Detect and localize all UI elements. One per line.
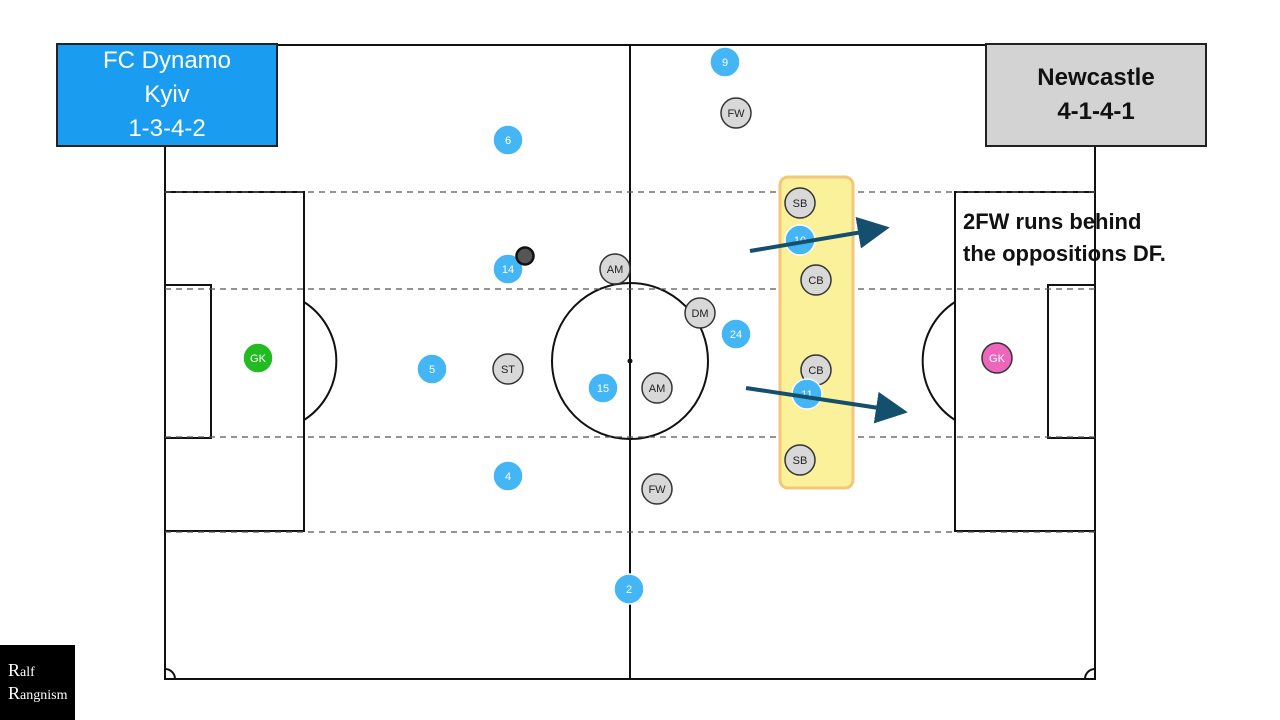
away-player-gk-8: GK [981, 342, 1013, 374]
brand-line1: Ralf [8, 660, 35, 680]
center-circle [551, 282, 709, 440]
zone-lines [165, 191, 1095, 533]
center-spot [627, 358, 633, 364]
home-player-24-4: 24 [720, 318, 752, 350]
home-player-label: 15 [597, 383, 609, 395]
away-player-label: SB [793, 455, 808, 467]
home-player-label: 4 [505, 471, 511, 483]
away-player-fw-0: FW [720, 97, 752, 129]
players-layer: FWSBAMCBDMSTAMCBGKSBFW96141024GK5151142 [242, 46, 1013, 605]
annotation-line1: 2FW runs behind [963, 209, 1142, 234]
away-player-am-2: AM [599, 253, 631, 285]
away-player-marker [800, 264, 832, 296]
right-goal-area [1047, 284, 1096, 439]
left-goal-area [164, 284, 212, 439]
away-player-label: DM [691, 308, 708, 320]
defensive-line-highlight [778, 175, 855, 490]
away-player-sb-1: SB [784, 187, 816, 219]
annotation-line2: the oppositions DF. [963, 241, 1166, 266]
away-player-fw-10: FW [641, 473, 673, 505]
away-player-label: CB [808, 275, 823, 287]
home-player-marker [242, 342, 274, 374]
right-penalty-arc [921, 301, 956, 421]
away-player-marker [720, 97, 752, 129]
away-player-marker [981, 342, 1013, 374]
away-player-label: AM [649, 383, 666, 395]
home-team-name-line2: Kyiv [144, 81, 190, 108]
away-team-formation: 4-1-4-1 [1057, 98, 1135, 125]
away-player-label: FW [727, 108, 745, 120]
home-player-label: 11 [801, 389, 812, 401]
away-player-label: CB [808, 365, 823, 377]
home-player-label: 2 [626, 584, 632, 596]
away-player-label: GK [989, 353, 1006, 365]
home-team-box: FC Dynamo Kyiv 1-3-4-2 [56, 43, 278, 147]
away-player-marker [641, 473, 673, 505]
away-player-label: FW [648, 484, 666, 496]
away-player-marker [641, 372, 673, 404]
ball [515, 246, 535, 266]
away-player-dm-4: DM [684, 297, 716, 329]
home-player-marker [720, 318, 752, 350]
home-player-marker [416, 353, 448, 385]
home-player-label: 14 [502, 264, 514, 276]
home-player-5-6: 5 [416, 353, 448, 385]
away-team-box: Newcastle 4-1-4-1 [985, 43, 1207, 147]
away-player-marker [684, 297, 716, 329]
home-player-marker [709, 46, 741, 78]
away-player-marker [784, 444, 816, 476]
corner-arc-bottom-left [164, 668, 176, 680]
home-player-label: GK [250, 353, 267, 365]
run-arrow-top [749, 216, 890, 253]
away-player-cb-7: CB [800, 354, 832, 386]
runs-arrows [745, 216, 908, 424]
brand-line2: Rangnism [8, 683, 68, 703]
home-player-label: 24 [730, 329, 742, 341]
away-player-marker [784, 187, 816, 219]
away-player-sb-9: SB [784, 444, 816, 476]
run-arrow-bottom [745, 386, 908, 424]
home-player-marker [492, 253, 524, 285]
home-player-label: 9 [722, 57, 728, 69]
home-player-2-10: 2 [613, 573, 645, 605]
home-player-4-9: 4 [492, 460, 524, 492]
away-team-name: Newcastle [1037, 64, 1155, 91]
away-player-cb-3: CB [800, 264, 832, 296]
left-penalty-arc [303, 301, 338, 421]
home-player-label: 5 [429, 364, 435, 376]
home-player-gk-5: GK [242, 342, 274, 374]
home-player-marker [587, 372, 619, 404]
left-penalty-box [164, 191, 305, 532]
home-player-14-2: 14 [492, 253, 524, 285]
away-player-label: SB [793, 198, 808, 210]
home-player-marker [492, 124, 524, 156]
home-team-name-line1: FC Dynamo [102, 47, 232, 74]
home-player-marker [613, 573, 645, 605]
away-player-st-5: ST [492, 353, 524, 385]
home-player-15-7: 15 [587, 372, 619, 404]
corner-arc-bottom-right [1084, 668, 1096, 680]
away-player-am-6: AM [641, 372, 673, 404]
home-team-formation: 1-3-4-2 [128, 115, 206, 142]
home-player-9-0: 9 [709, 46, 741, 78]
away-player-label: AM [607, 264, 624, 276]
home-player-label: 6 [505, 135, 511, 147]
home-player-6-1: 6 [492, 124, 524, 156]
brand-logo: Ralf Rangnism [0, 645, 75, 720]
annotation-text: 2FW runs behind the oppositions DF. [963, 206, 1263, 270]
away-player-marker [492, 353, 524, 385]
home-player-marker [492, 460, 524, 492]
away-player-marker [599, 253, 631, 285]
away-player-label: ST [501, 364, 515, 376]
